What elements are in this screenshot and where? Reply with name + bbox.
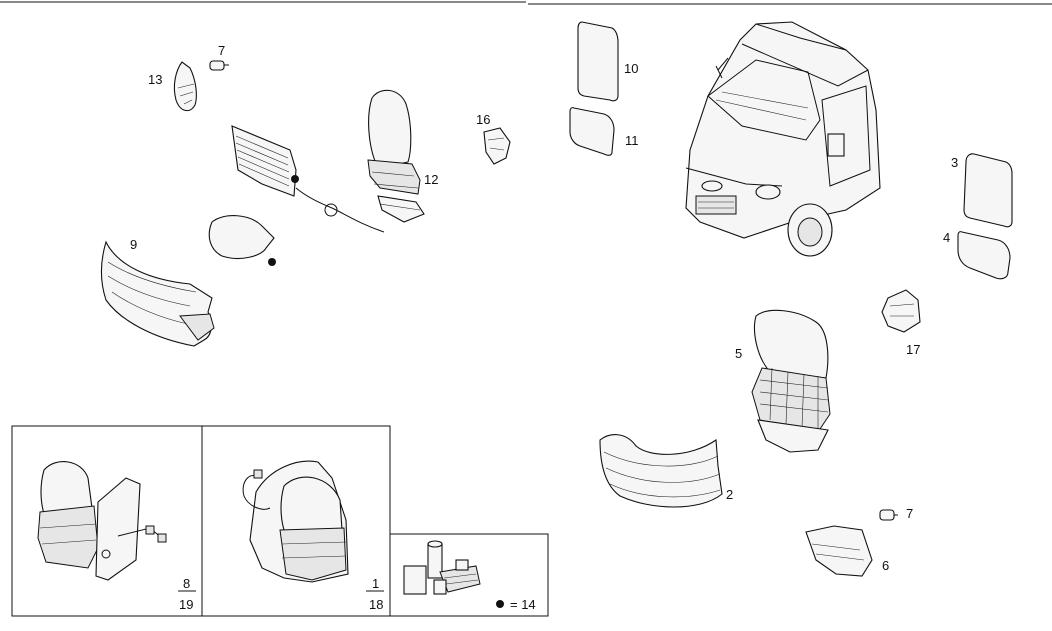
callout-18: 18 — [369, 597, 383, 612]
part-12-mirror-housing — [367, 89, 425, 223]
part-5-mirror-housing — [751, 309, 831, 453]
callout-7-bottom: 7 — [906, 506, 913, 521]
part-7-bulb-bottom — [879, 509, 898, 521]
part-10-mirror-glass-large — [577, 21, 619, 102]
callout-7-top: 7 — [218, 43, 225, 58]
van-illustration — [685, 21, 881, 257]
callout-19: 19 — [179, 597, 193, 612]
part-13-mirror-indicator — [173, 61, 197, 112]
part-4-mirror-glass-small — [957, 231, 1011, 280]
part-6-turn-indicator — [805, 525, 873, 577]
bullet-marker-1 — [291, 175, 299, 183]
part-9-mirror-lower-shell — [100, 240, 215, 347]
callout-3: 3 — [951, 155, 958, 170]
callout-12: 12 — [424, 172, 438, 187]
callout-13: 13 — [148, 72, 162, 87]
part-17-bracket — [881, 289, 921, 333]
callout-4: 4 — [943, 230, 950, 245]
part-2-mirror-lower-shell — [599, 434, 723, 508]
inset-box-complete-mirror-left — [11, 425, 203, 617]
callout-1: 1 — [372, 576, 379, 591]
legend-bullet — [496, 600, 504, 608]
callout-10: 10 — [624, 61, 638, 76]
part-cover-plate — [208, 215, 275, 259]
callout-5: 5 — [735, 346, 742, 361]
part-mirror-base-plate — [231, 125, 385, 233]
callout-9: 9 — [130, 237, 137, 252]
callout-2: 2 — [726, 487, 733, 502]
inset-box-complete-mirror-right — [201, 425, 391, 617]
legend-text: = 14 — [510, 597, 536, 612]
part-11-mirror-glass-small — [569, 107, 615, 156]
part-16-bracket — [483, 127, 511, 165]
callout-16: 16 — [476, 112, 490, 127]
callout-11: 11 — [625, 133, 639, 148]
callout-17: 17 — [906, 342, 920, 357]
bullet-marker-2 — [268, 258, 276, 266]
callout-6: 6 — [882, 558, 889, 573]
part-3-mirror-glass-large — [963, 153, 1013, 228]
part-7-bulb-top — [209, 60, 229, 71]
inset-box-fastener-kit — [389, 533, 549, 617]
callout-8: 8 — [183, 576, 190, 591]
